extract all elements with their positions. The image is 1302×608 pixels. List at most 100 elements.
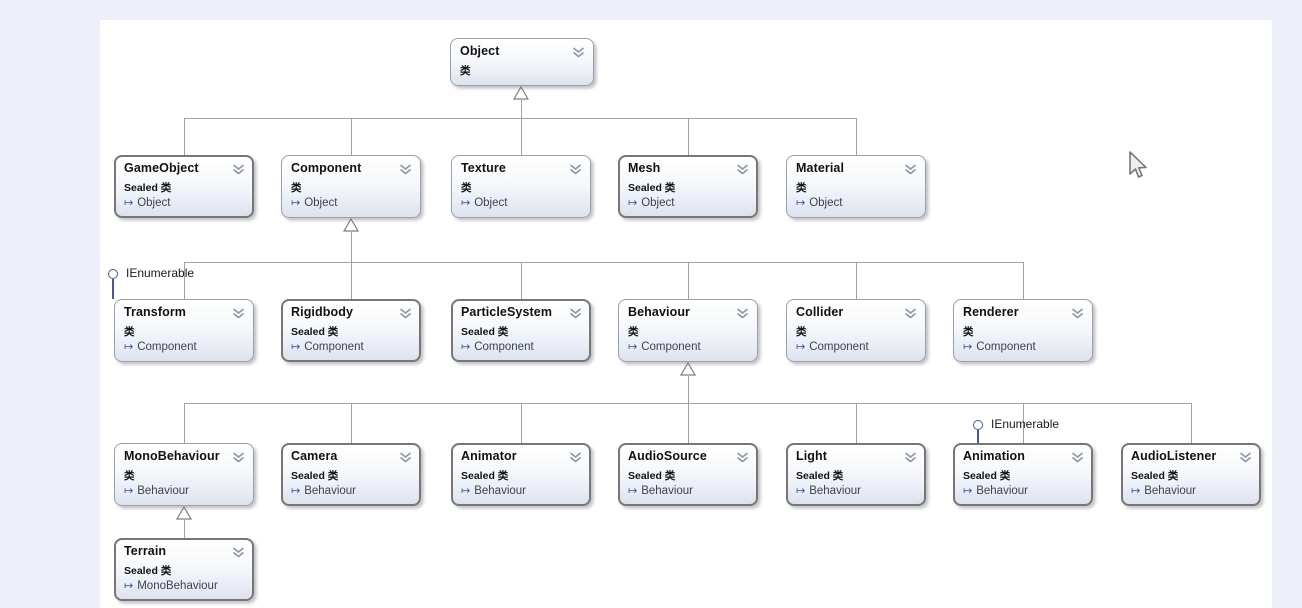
class-kind: Sealed 类 bbox=[1131, 470, 1179, 482]
class-box-monobehaviour[interactable]: MonoBehaviour 类 ↦Behaviour bbox=[114, 443, 254, 506]
interface-label: IEnumerable bbox=[991, 417, 1060, 431]
inherits-arrow-icon: ↦ bbox=[124, 196, 134, 209]
inheritance-triangle-icon bbox=[343, 218, 359, 232]
class-box-renderer[interactable]: Renderer 类 ↦Component bbox=[953, 299, 1093, 362]
collapse-chevron-icon[interactable] bbox=[569, 450, 582, 468]
class-box-transform[interactable]: Transform 类 ↦Component bbox=[114, 299, 254, 362]
base-class-name: Object bbox=[474, 197, 508, 209]
collapse-chevron-icon[interactable] bbox=[572, 45, 585, 63]
collapse-chevron-icon[interactable] bbox=[232, 306, 245, 324]
class-name: Texture bbox=[461, 161, 506, 175]
class-box-mesh[interactable]: Mesh Sealed 类 ↦Object bbox=[618, 155, 758, 218]
collapse-chevron-icon[interactable] bbox=[232, 450, 245, 468]
class-box-particlesystem[interactable]: ParticleSystem Sealed 类 ↦Component bbox=[451, 299, 591, 362]
collapse-chevron-icon[interactable] bbox=[399, 450, 412, 468]
class-name: Animator bbox=[461, 449, 517, 463]
connector-line bbox=[184, 262, 1024, 263]
class-box-collider[interactable]: Collider 类 ↦Component bbox=[786, 299, 926, 362]
collapse-chevron-icon[interactable] bbox=[569, 162, 582, 180]
class-name: Transform bbox=[124, 305, 187, 319]
class-name: AudioListener bbox=[1131, 449, 1217, 463]
collapse-chevron-icon[interactable] bbox=[399, 162, 412, 180]
connector-line bbox=[1023, 262, 1024, 299]
inherits-arrow-icon: ↦ bbox=[963, 484, 973, 497]
class-name: MonoBehaviour bbox=[124, 449, 220, 463]
inherits-arrow-icon: ↦ bbox=[628, 196, 638, 209]
collapse-chevron-icon[interactable] bbox=[904, 162, 917, 180]
class-box-audiolistener[interactable]: AudioListener Sealed 类 ↦Behaviour bbox=[1121, 443, 1261, 506]
inherits-arrow-icon: ↦ bbox=[628, 484, 638, 497]
connector-line bbox=[521, 100, 522, 118]
base-class-name: Component bbox=[474, 341, 534, 353]
inherits-arrow-icon: ↦ bbox=[963, 340, 973, 353]
class-box-rigidbody[interactable]: Rigidbody Sealed 类 ↦Component bbox=[281, 299, 421, 362]
class-box-animation[interactable]: Animation Sealed 类 ↦Behaviour bbox=[953, 443, 1093, 506]
class-name: Light bbox=[796, 449, 828, 463]
class-box-object[interactable]: Object 类 bbox=[450, 38, 594, 86]
class-kind: Sealed 类 bbox=[124, 565, 172, 577]
base-class-row: ↦Component bbox=[963, 341, 1084, 353]
base-class-name: Object bbox=[137, 197, 171, 209]
base-class-row: ↦Object bbox=[461, 197, 582, 209]
class-kind: 类 bbox=[460, 65, 471, 77]
class-kind: Sealed 类 bbox=[291, 326, 339, 338]
connector-line bbox=[184, 520, 185, 538]
connector-line bbox=[521, 403, 522, 443]
class-kind: 类 bbox=[124, 326, 135, 338]
connector-line bbox=[688, 262, 689, 299]
class-box-camera[interactable]: Camera Sealed 类 ↦Behaviour bbox=[281, 443, 421, 506]
collapse-chevron-icon[interactable] bbox=[1071, 306, 1084, 324]
mouse-cursor-icon bbox=[1129, 151, 1147, 178]
connector-line bbox=[351, 118, 352, 155]
collapse-chevron-icon[interactable] bbox=[569, 306, 582, 324]
class-box-material[interactable]: Material 类 ↦Object bbox=[786, 155, 926, 218]
class-kind: 类 bbox=[124, 470, 135, 482]
class-name: ParticleSystem bbox=[461, 305, 553, 319]
interface-label: IEnumerable bbox=[126, 266, 195, 280]
base-class-name: Component bbox=[809, 341, 869, 353]
base-class-name: Component bbox=[304, 341, 364, 353]
connector-line bbox=[521, 118, 522, 155]
interface-circle-icon bbox=[108, 269, 118, 279]
class-box-gameobject[interactable]: GameObject Sealed 类 ↦Object bbox=[114, 155, 254, 218]
connector-line bbox=[184, 118, 185, 155]
class-kind: 类 bbox=[963, 326, 974, 338]
class-kind: Sealed 类 bbox=[796, 470, 844, 482]
class-box-behaviour[interactable]: Behaviour 类 ↦Component bbox=[618, 299, 758, 362]
base-class-row: ↦Behaviour bbox=[963, 485, 1084, 497]
base-class-name: MonoBehaviour bbox=[137, 580, 218, 592]
collapse-chevron-icon[interactable] bbox=[736, 450, 749, 468]
class-box-audiosource[interactable]: AudioSource Sealed 类 ↦Behaviour bbox=[618, 443, 758, 506]
class-box-light[interactable]: Light Sealed 类 ↦Behaviour bbox=[786, 443, 926, 506]
class-kind: 类 bbox=[796, 182, 807, 194]
class-kind: Sealed 类 bbox=[628, 182, 676, 194]
class-name: GameObject bbox=[124, 161, 199, 175]
base-class-row: ↦Component bbox=[124, 341, 245, 353]
collapse-chevron-icon[interactable] bbox=[904, 306, 917, 324]
collapse-chevron-icon[interactable] bbox=[736, 162, 749, 180]
collapse-chevron-icon[interactable] bbox=[232, 162, 245, 180]
inherits-arrow-icon: ↦ bbox=[796, 196, 806, 209]
class-name: Renderer bbox=[963, 305, 1019, 319]
base-class-row: ↦Component bbox=[796, 341, 917, 353]
class-box-texture[interactable]: Texture 类 ↦Object bbox=[451, 155, 591, 218]
class-box-terrain[interactable]: Terrain Sealed 类 ↦MonoBehaviour bbox=[114, 538, 254, 601]
connector-line bbox=[521, 262, 522, 299]
collapse-chevron-icon[interactable] bbox=[1071, 450, 1084, 468]
connector-line bbox=[1023, 403, 1024, 443]
class-box-animator[interactable]: Animator Sealed 类 ↦Behaviour bbox=[451, 443, 591, 506]
class-name: Rigidbody bbox=[291, 305, 354, 319]
base-class-name: Behaviour bbox=[137, 485, 190, 497]
connector-line bbox=[184, 403, 185, 443]
collapse-chevron-icon[interactable] bbox=[232, 545, 245, 563]
collapse-chevron-icon[interactable] bbox=[399, 306, 412, 324]
base-class-name: Object bbox=[809, 197, 843, 209]
inherits-arrow-icon: ↦ bbox=[628, 340, 638, 353]
class-box-component[interactable]: Component 类 ↦Object bbox=[281, 155, 421, 218]
inherits-arrow-icon: ↦ bbox=[461, 196, 471, 209]
collapse-chevron-icon[interactable] bbox=[736, 306, 749, 324]
inherits-arrow-icon: ↦ bbox=[291, 196, 301, 209]
collapse-chevron-icon[interactable] bbox=[904, 450, 917, 468]
collapse-chevron-icon[interactable] bbox=[1239, 450, 1252, 468]
